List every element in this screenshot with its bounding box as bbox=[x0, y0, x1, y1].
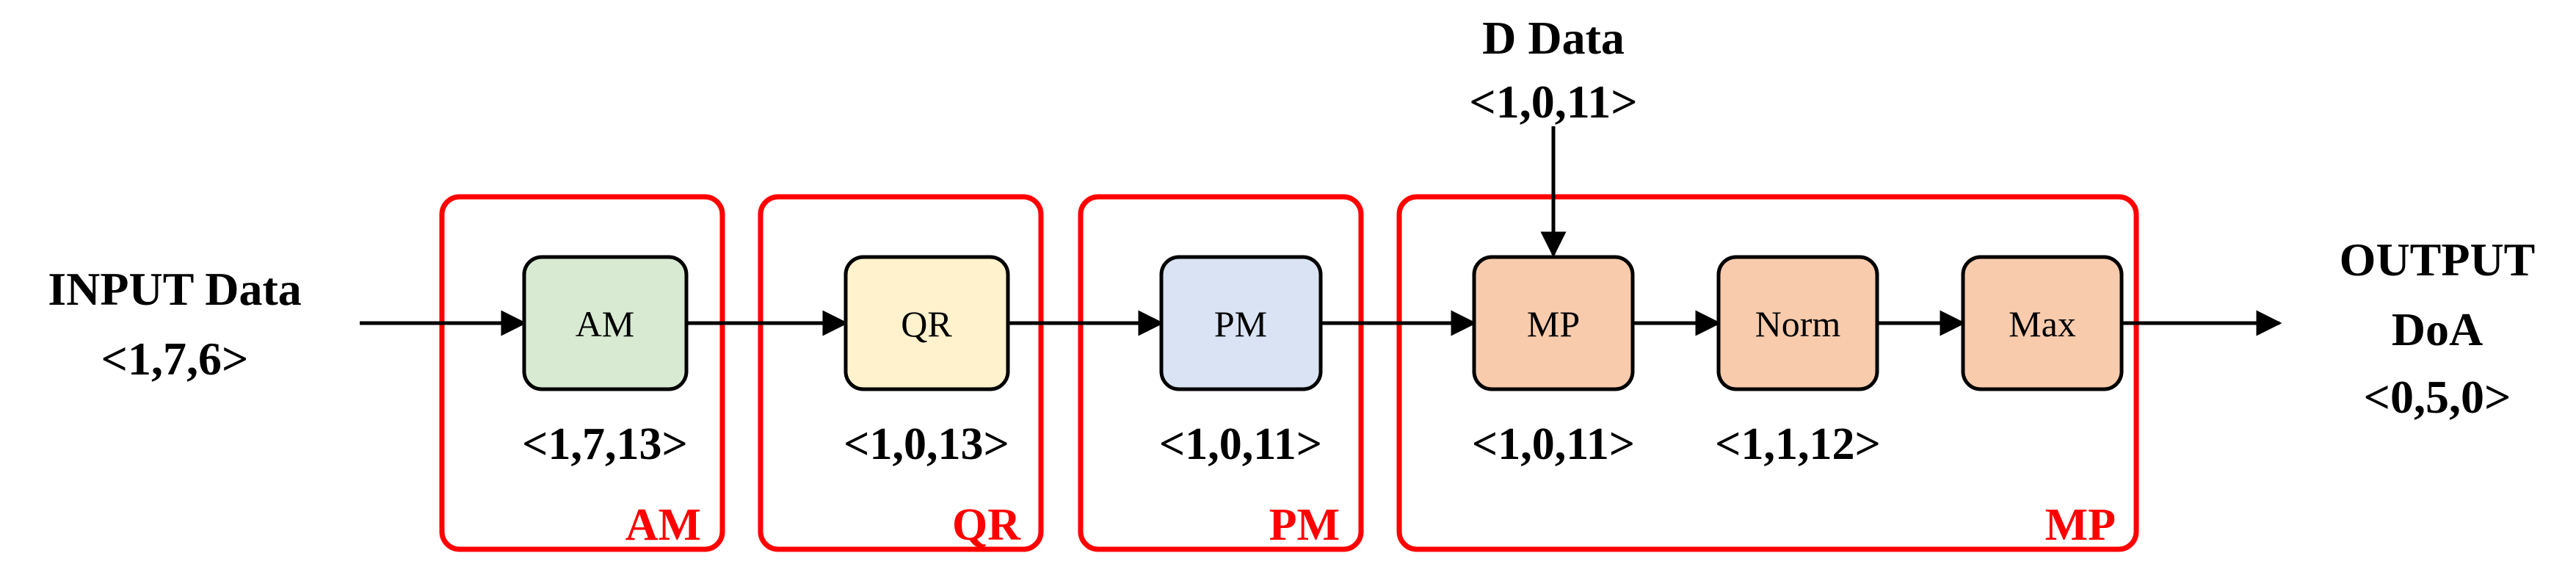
block-qr-label: QR bbox=[901, 303, 952, 344]
input-format: <1,7,6> bbox=[101, 333, 249, 385]
block-mp-label: MP bbox=[1527, 303, 1580, 344]
module-pm-label: PM bbox=[1269, 500, 1340, 550]
block-norm-label: Norm bbox=[1755, 303, 1841, 344]
block-am-format: <1,7,13> bbox=[522, 419, 688, 469]
module-qr-frame bbox=[758, 194, 1044, 552]
block-pm-format: <1,0,11> bbox=[1159, 419, 1322, 469]
block-pm bbox=[1159, 255, 1323, 391]
output-title: OUTPUT bbox=[2340, 234, 2536, 286]
ddata-title: D Data bbox=[1482, 12, 1625, 64]
block-norm bbox=[1716, 255, 1879, 391]
block-am bbox=[522, 255, 689, 391]
block-qr-format: <1,0,13> bbox=[843, 419, 1009, 469]
block-max bbox=[1961, 255, 2124, 391]
ddata-format: <1,0,11> bbox=[1469, 76, 1637, 128]
block-max-label: Max bbox=[2009, 303, 2076, 344]
module-mp-frame bbox=[1396, 194, 2139, 552]
block-am-label: AM bbox=[576, 303, 635, 344]
input-title: INPUT Data bbox=[48, 263, 302, 315]
block-mp-format: <1,0,11> bbox=[1472, 419, 1635, 469]
block-pm-label: PM bbox=[1214, 303, 1267, 344]
block-mp bbox=[1472, 255, 1635, 391]
output-format: <0,5,0> bbox=[2364, 371, 2511, 423]
module-qr-label: QR bbox=[952, 500, 1021, 550]
module-mp-label: MP bbox=[2045, 500, 2116, 550]
block-qr bbox=[843, 255, 1010, 391]
block-norm-format: <1,1,12> bbox=[1715, 419, 1881, 469]
module-pm-frame bbox=[1078, 194, 1364, 552]
module-am-label: AM bbox=[625, 500, 701, 550]
output-subtitle: DoA bbox=[2392, 303, 2483, 355]
module-am-frame bbox=[439, 194, 725, 552]
